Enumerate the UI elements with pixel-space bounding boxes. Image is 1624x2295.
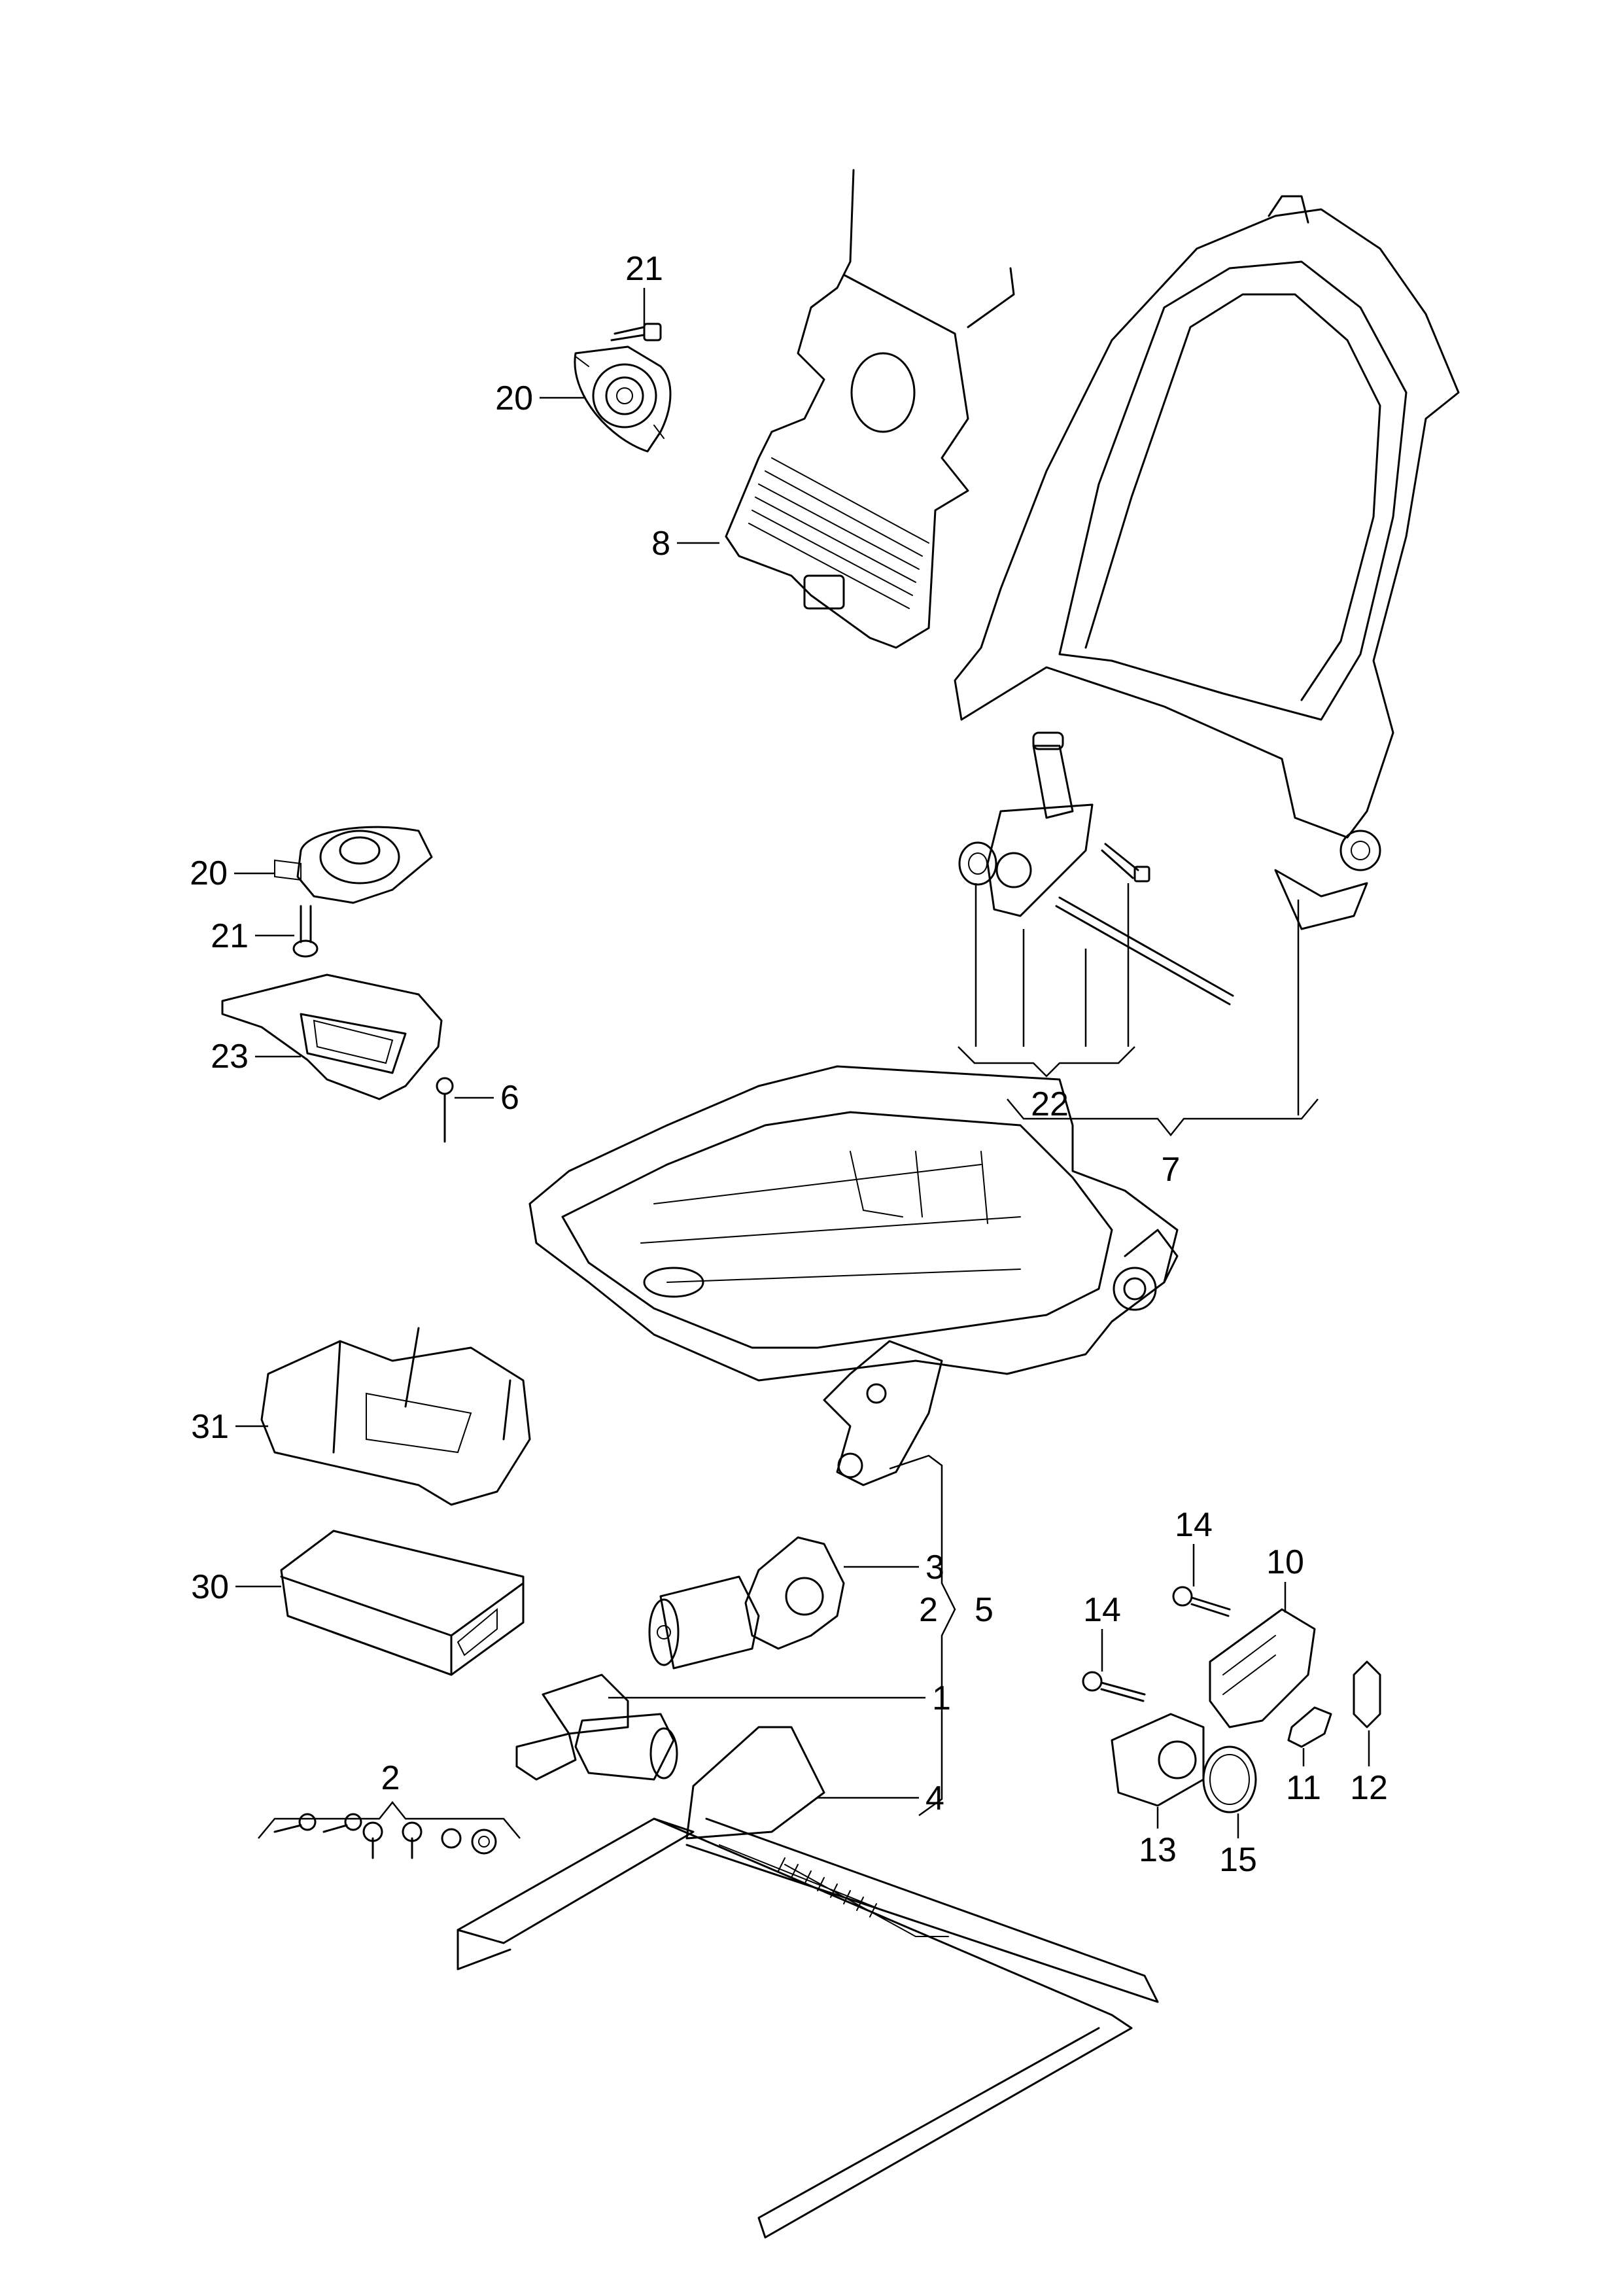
callout-21-upper: 21 <box>625 250 663 288</box>
callout-30: 30 <box>191 1568 229 1606</box>
callout-10: 10 <box>1266 1543 1304 1581</box>
callout-21-lower: 21 <box>211 917 249 955</box>
callout-8: 8 <box>651 525 670 563</box>
callout-3: 3 <box>925 1549 944 1586</box>
bracket-2-lower: 2 <box>258 1759 521 1839</box>
height-adjuster-motor <box>515 1673 678 1781</box>
seat-rails <box>457 1726 1159 2239</box>
bracket-5: 5 <box>889 1454 993 1817</box>
adjuster-motor <box>648 1575 760 1670</box>
callout-31: 31 <box>191 1408 229 1446</box>
callout-14-lower: 14 <box>1083 1591 1121 1629</box>
seat-side-bracket <box>823 1340 943 1486</box>
callout-12: 12 <box>1350 1769 1388 1807</box>
callout-7: 7 <box>1162 1151 1181 1189</box>
screw-lower <box>292 905 319 958</box>
callout-5: 5 <box>975 1591 993 1629</box>
switch-knob-small <box>1287 1706 1332 1748</box>
gear-housing <box>744 1536 845 1650</box>
screw-14-lower <box>1082 1671 1146 1702</box>
backrest-panel <box>725 169 1015 649</box>
backrest-actuator <box>986 731 1094 917</box>
callout-15: 15 <box>1219 1841 1257 1879</box>
callout-23: 6 <box>500 1079 519 1117</box>
callout-20-lower: 20 <box>190 854 228 892</box>
callout-22: 23 <box>211 1038 249 1076</box>
seat-switch-housing <box>1209 1608 1316 1728</box>
blower-bracket <box>221 973 443 1100</box>
switch-knob-large <box>1353 1660 1381 1728</box>
washer <box>958 841 997 886</box>
leader-lines <box>234 288 1370 1838</box>
callout-13: 13 <box>1139 1831 1177 1869</box>
control-unit <box>280 1530 525 1676</box>
callout-11: 11 <box>1286 1769 1321 1807</box>
blower-motor-lower <box>274 826 433 904</box>
seat-frame <box>528 1065 1179 1382</box>
callout-4: 4 <box>925 1779 944 1817</box>
control-unit-holder <box>260 1327 531 1506</box>
callout-2-upper: 2 <box>919 1591 938 1629</box>
screw-upper <box>610 323 662 342</box>
callout-2-lower: 2 <box>381 1759 400 1797</box>
bolt <box>1101 843 1150 883</box>
callout-14-upper: 14 <box>1175 1506 1213 1544</box>
screw-14-upper <box>1172 1586 1231 1617</box>
callouts: 21 20 8 20 21 23 6 31 30 3 2 1 4 14 10 1… <box>190 250 1388 1879</box>
backrest-frame <box>954 195 1460 930</box>
blower-motor-upper <box>574 345 672 453</box>
rivet <box>436 1077 454 1143</box>
switch-module <box>1111 1713 1205 1807</box>
bracket-6: 22 <box>958 883 1135 1123</box>
bracket-7: 7 <box>1007 900 1319 1189</box>
switch-trim-ring <box>1202 1745 1257 1813</box>
rod <box>1055 896 1234 1006</box>
callout-1: 1 <box>932 1679 951 1717</box>
callout-20-upper: 20 <box>495 379 533 417</box>
fastener-set <box>273 1813 497 1859</box>
